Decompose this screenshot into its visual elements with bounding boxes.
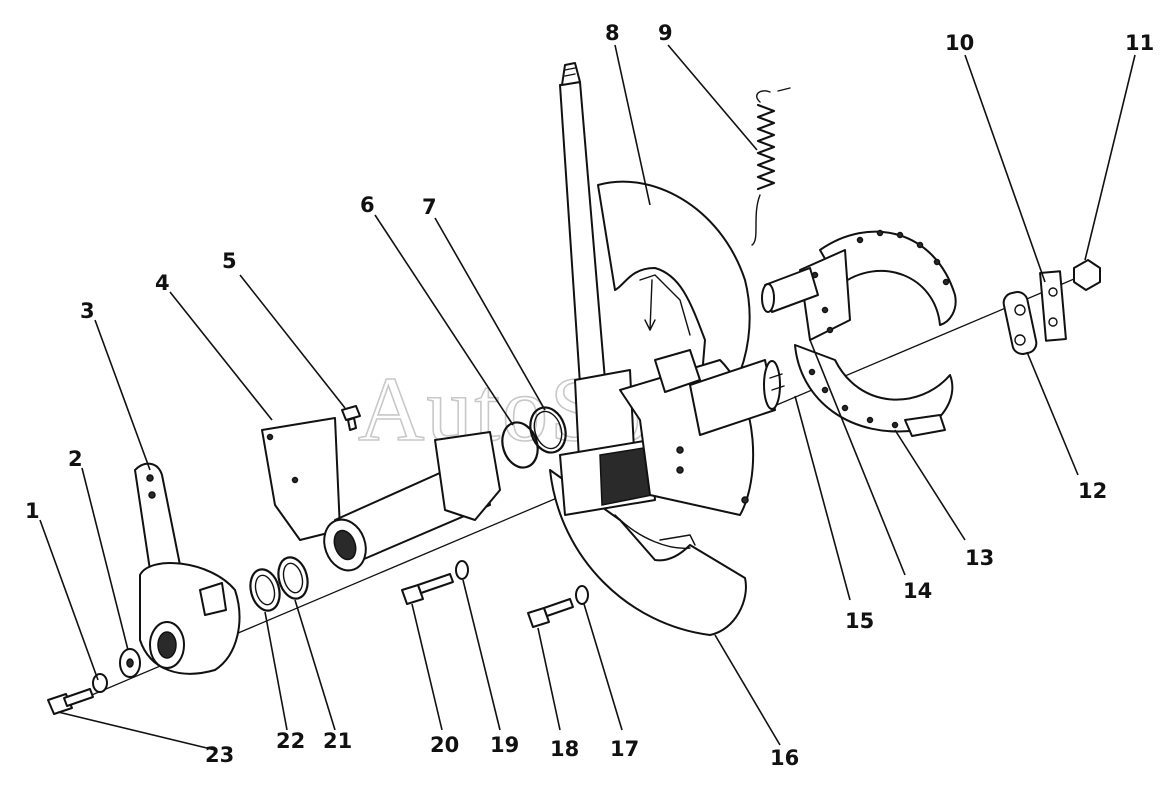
callout-21: 21 [323, 729, 352, 753]
o-ring-6 [501, 421, 539, 469]
plate-10 [1039, 270, 1067, 342]
washer-22 [249, 568, 281, 612]
callout-11: 11 [1125, 31, 1154, 55]
brake-dust-shield-lower [549, 469, 747, 636]
callout-20: 20 [430, 733, 459, 757]
washer-21 [277, 556, 309, 600]
brake-shoe-lower [794, 344, 954, 437]
callout-19: 19 [490, 733, 519, 757]
callout-3: 3 [80, 299, 95, 323]
lock-plate-12 [1002, 291, 1038, 355]
callout-23: 23 [205, 743, 234, 767]
callout-10: 10 [945, 31, 974, 55]
callout-14: 14 [903, 579, 932, 603]
bolt-18 [527, 598, 574, 628]
callout-5: 5 [222, 249, 237, 273]
callout-22: 22 [276, 729, 305, 753]
nut-11 [1073, 259, 1101, 291]
lock-washer-17 [575, 585, 589, 605]
bolt-20 [401, 573, 454, 605]
callout-13: 13 [965, 546, 994, 570]
leader-lines [39, 44, 1136, 751]
callout-16: 16 [770, 746, 799, 770]
callout-18: 18 [550, 737, 579, 761]
bolt-23 [47, 688, 94, 715]
bearing-housing [261, 417, 501, 572]
callout-labels: 1 2 3 4 5 6 7 8 9 10 11 12 13 14 15 16 1… [25, 21, 1154, 770]
brake-shoe-upper [799, 229, 957, 341]
lock-washer-19 [455, 560, 469, 580]
o-ring-7 [529, 406, 567, 454]
anchor-pin [761, 267, 819, 313]
grease-fitting [341, 405, 361, 431]
brake-cam-shaft [559, 62, 656, 516]
slack-adjuster [134, 462, 241, 675]
callout-1: 1 [25, 499, 40, 523]
callout-9: 9 [658, 21, 673, 45]
callout-2: 2 [68, 447, 83, 471]
callout-7: 7 [422, 195, 437, 219]
callout-15: 15 [845, 609, 874, 633]
callout-12: 12 [1078, 479, 1107, 503]
lock-washer-1 [92, 673, 108, 693]
callout-8: 8 [605, 21, 620, 45]
callout-6: 6 [360, 193, 375, 217]
callout-17: 17 [610, 737, 639, 761]
expander-cylinder [654, 349, 785, 436]
callout-4: 4 [155, 271, 170, 295]
washer-2 [119, 648, 141, 678]
return-spring [751, 87, 791, 246]
